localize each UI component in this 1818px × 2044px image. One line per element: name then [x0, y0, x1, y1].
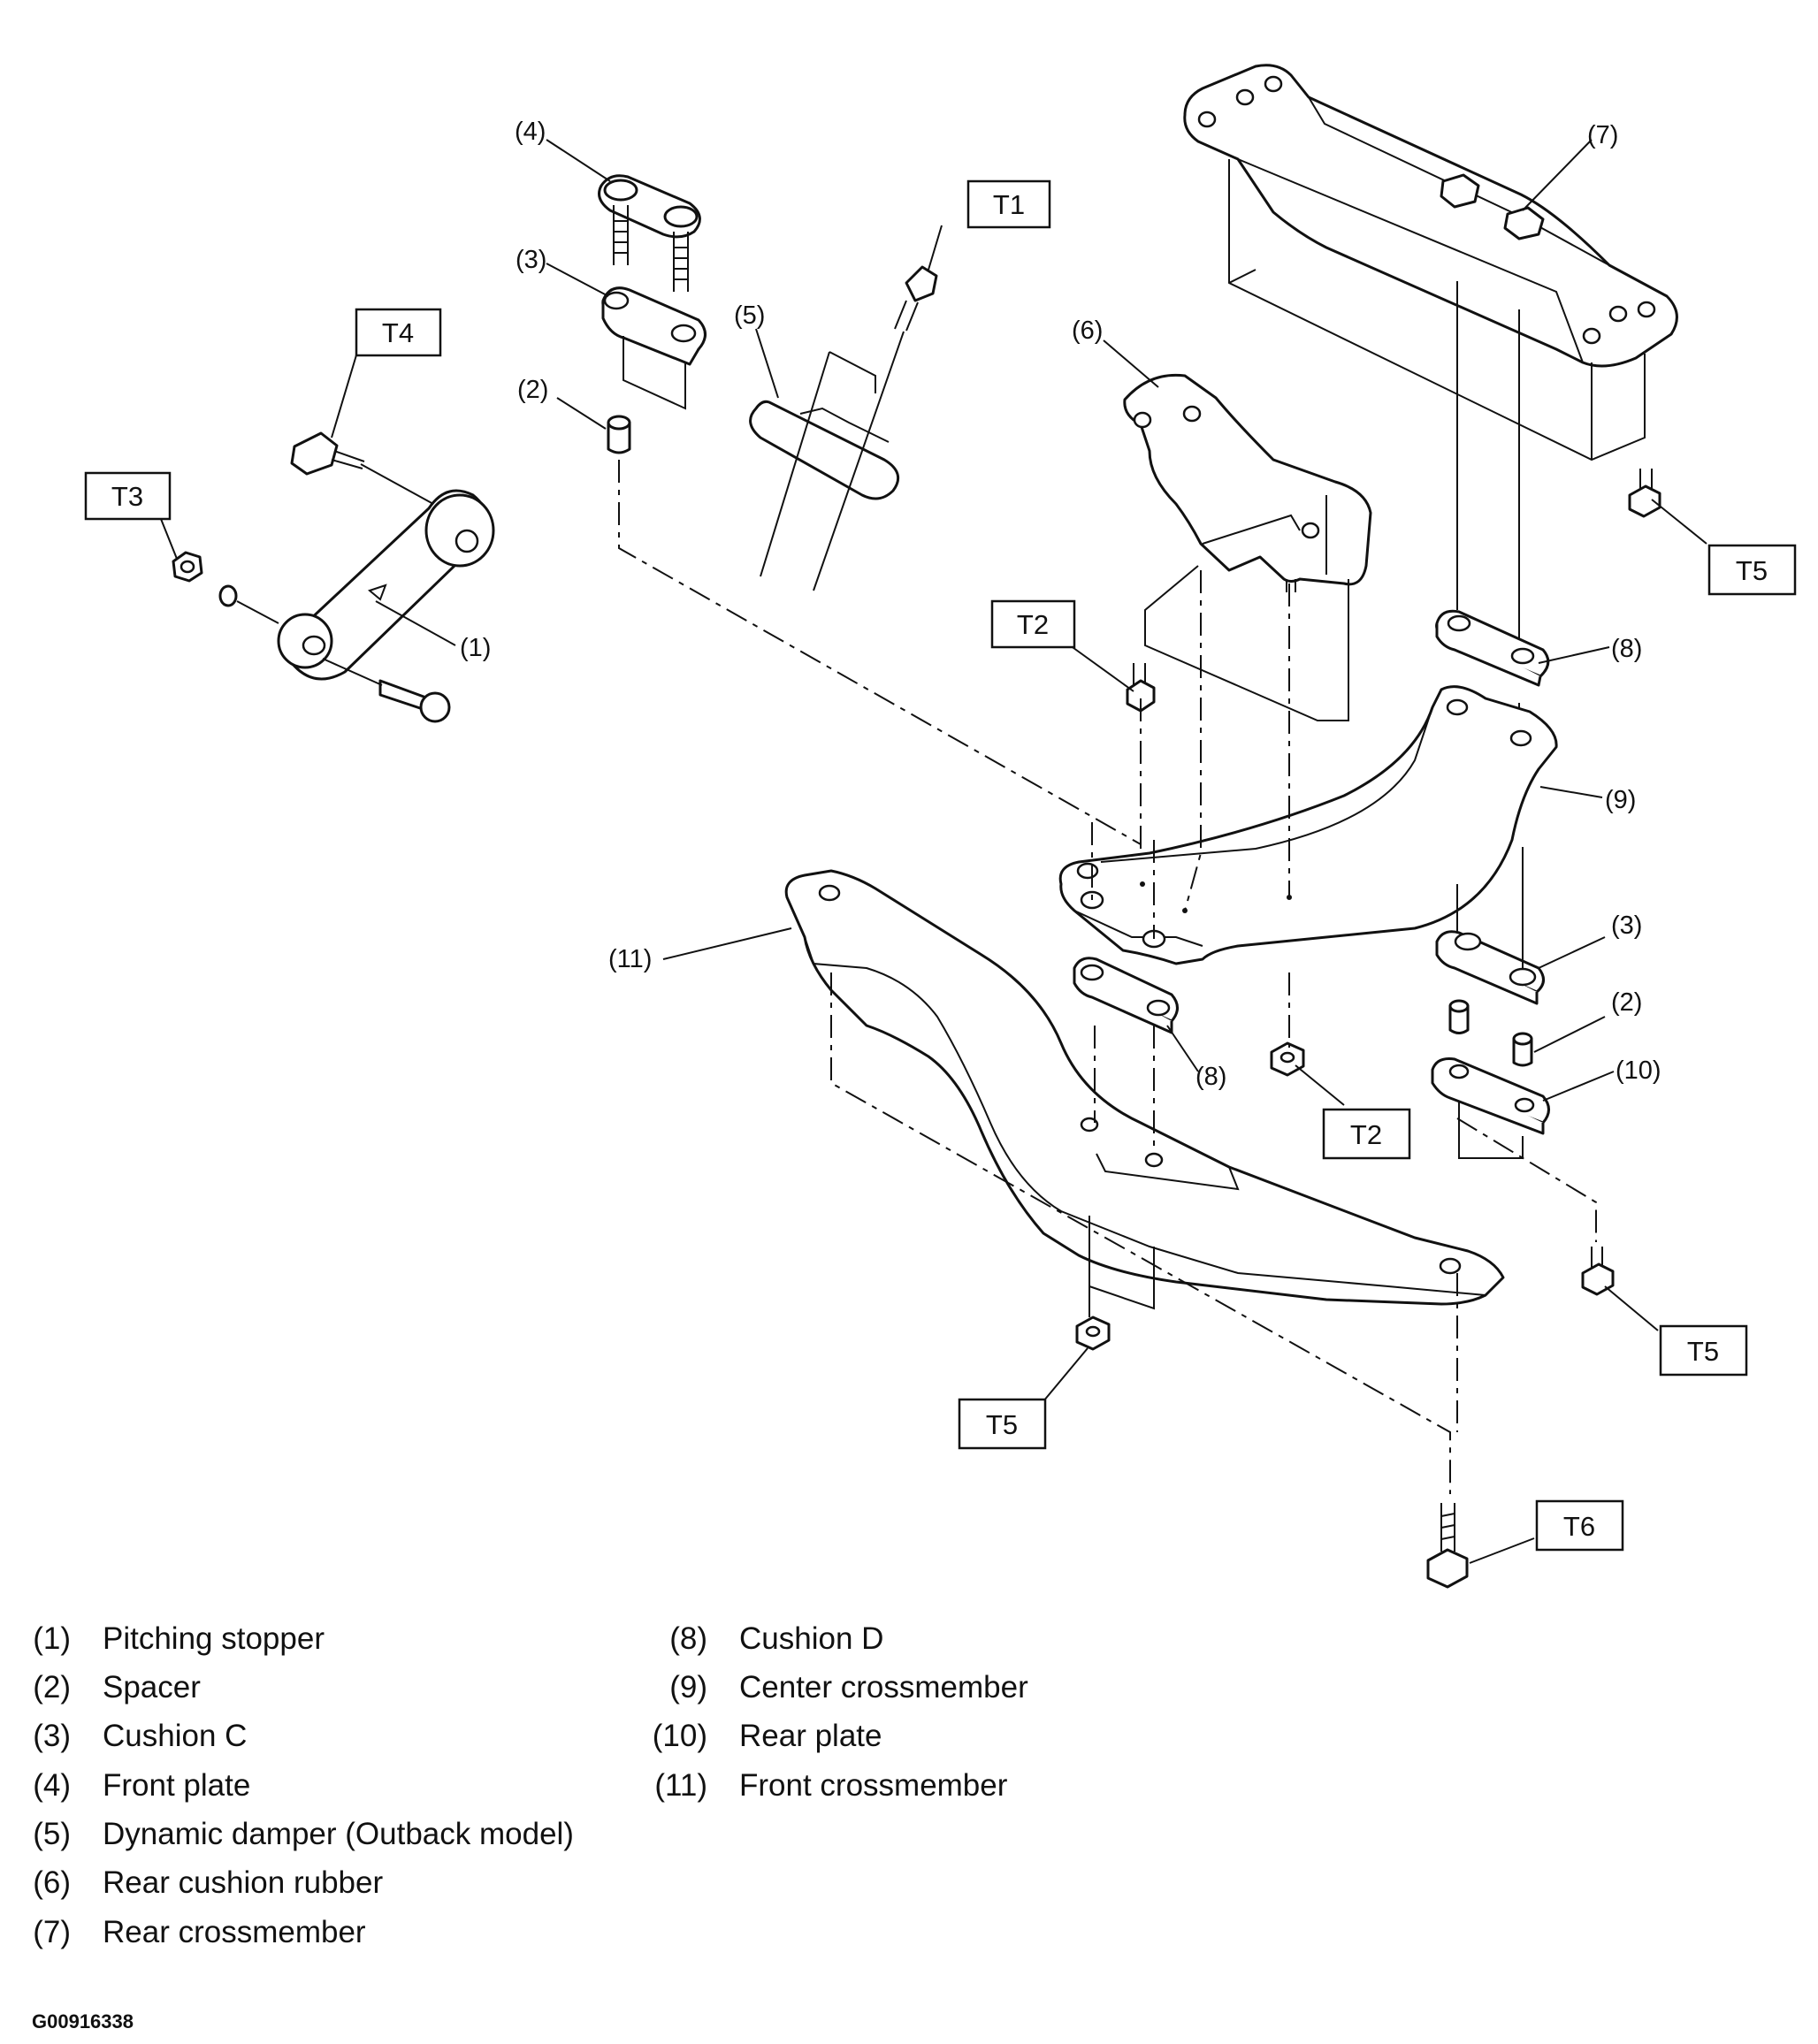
svg-text:T1: T1 — [993, 189, 1025, 220]
callout-8-lower: (8) — [1195, 1063, 1226, 1091]
torque-box-t4: T4 — [355, 308, 442, 357]
figure-code: G00916338 — [32, 2010, 134, 2033]
callout-8-upper: (8) — [1611, 635, 1642, 663]
svg-text:T2: T2 — [1017, 609, 1049, 640]
callout-3-left: (3) — [516, 246, 546, 274]
front-crossmember-part — [784, 663, 1505, 1589]
svg-text:T2: T2 — [1350, 1119, 1382, 1150]
dynamic-damper-part — [749, 265, 938, 591]
torque-box-t5-upper: T5 — [1707, 544, 1797, 596]
rear-crossmember-part — [1183, 64, 1678, 654]
callout-6: (6) — [1072, 317, 1103, 345]
callout-1: (1) — [460, 634, 491, 662]
torque-box-t2-upper: T2 — [990, 599, 1076, 649]
torque-boxes: T1 T4 T3 T2 T5 T2 T5 T5 — [84, 179, 1797, 1552]
svg-text:T5: T5 — [1687, 1336, 1719, 1367]
callout-10: (10) — [1616, 1056, 1661, 1085]
torque-box-t2-lower: T2 — [1322, 1108, 1411, 1160]
parts-legend: (1) Pitching stopper (2) Spacer (3) Cush… — [33, 1621, 1028, 1949]
callout-2-right: (2) — [1611, 988, 1642, 1017]
center-crossmember-part — [1058, 685, 1558, 965]
assembly-lines — [618, 460, 1597, 1494]
rear-cushion-rubber-part — [1123, 373, 1372, 721]
front-plate-assembly — [598, 174, 707, 454]
cushion-d-upper-part — [1435, 609, 1550, 729]
torque-box-t5-lower: T5 — [958, 1398, 1047, 1450]
svg-text:T3: T3 — [111, 481, 143, 512]
cushion-d-lower-part — [1073, 957, 1179, 1034]
torque-box-t3: T3 — [84, 471, 172, 521]
callout-2-left: (2) — [517, 376, 548, 404]
svg-text:T5: T5 — [1736, 555, 1768, 586]
torque-box-t5-right: T5 — [1659, 1324, 1748, 1377]
callout-11: (11) — [608, 945, 652, 973]
callout-7: (7) — [1587, 121, 1618, 149]
torque-box-t6: T6 — [1535, 1499, 1624, 1552]
callout-3-right: (3) — [1611, 911, 1642, 940]
torque-box-t1: T1 — [966, 179, 1051, 229]
exploded-parts-diagram: (1) (2) (3) (4) (5) (6) (7) (8) (9) (3) … — [84, 64, 1797, 1589]
pitching-stopper-part — [172, 431, 495, 723]
svg-text:T6: T6 — [1563, 1511, 1595, 1542]
callout-9: (9) — [1605, 786, 1636, 814]
callout-4: (4) — [515, 118, 546, 146]
svg-text:T5: T5 — [986, 1409, 1018, 1440]
svg-text:T4: T4 — [382, 317, 414, 348]
callout-5: (5) — [734, 301, 765, 330]
rear-mount-stack — [1431, 847, 1615, 1296]
callout-labels: (1) (2) (3) (4) (5) (6) (7) (8) (9) (3) … — [460, 118, 1661, 1091]
leader-lines — [158, 139, 1707, 1564]
